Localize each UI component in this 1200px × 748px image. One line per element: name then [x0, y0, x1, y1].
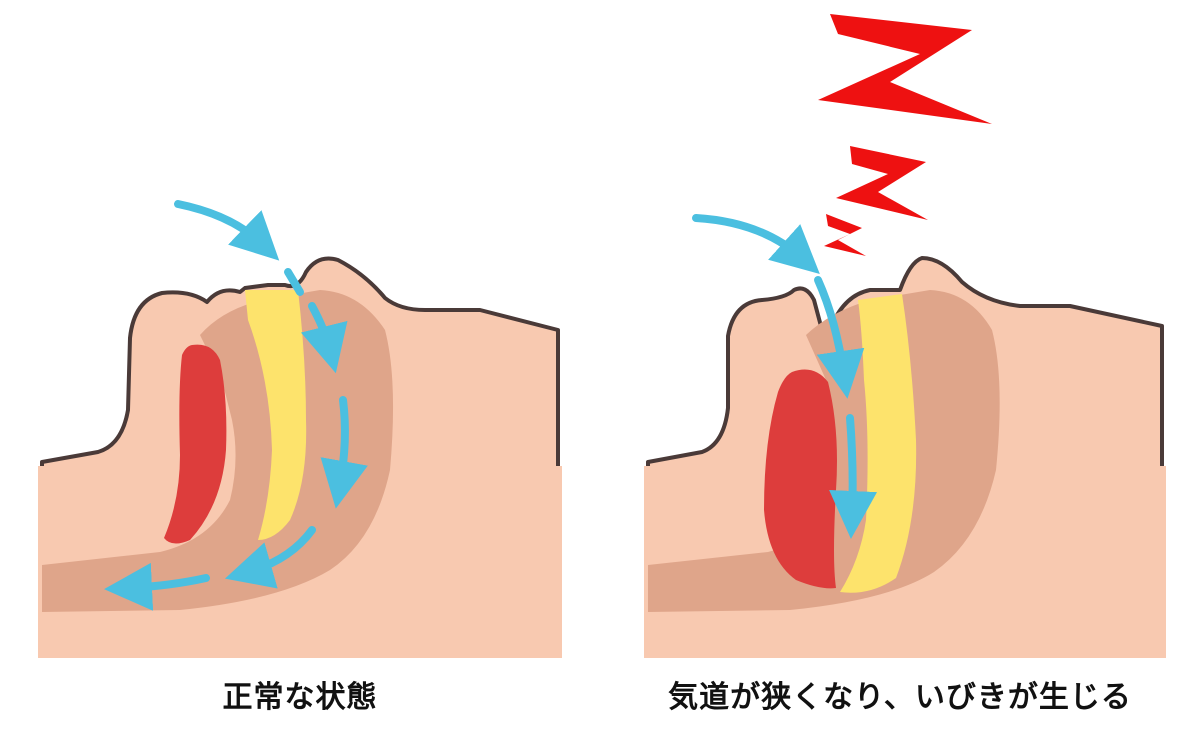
soft-palate: [840, 294, 917, 593]
airway-tissue: [648, 290, 1000, 612]
snoring-state-panel: 気道が狭くなり、いびきが生じる: [600, 0, 1200, 748]
normal-state-panel: 正常な状態: [38, 200, 562, 715]
airflow-arrow-icon: [104, 200, 368, 611]
snore-z-icon: [818, 14, 992, 256]
normal-state-caption: 正常な状態: [222, 680, 378, 715]
soft-palate: [245, 290, 307, 540]
tongue: [164, 344, 227, 544]
snoring-state-caption: 気道が狭くなり、いびきが生じる: [668, 680, 1132, 715]
airflow-arrow-icon: [692, 214, 878, 539]
tongue: [764, 369, 837, 589]
snoring-airway-illustration: [644, 14, 1166, 658]
normal-airway-illustration: [38, 200, 562, 658]
